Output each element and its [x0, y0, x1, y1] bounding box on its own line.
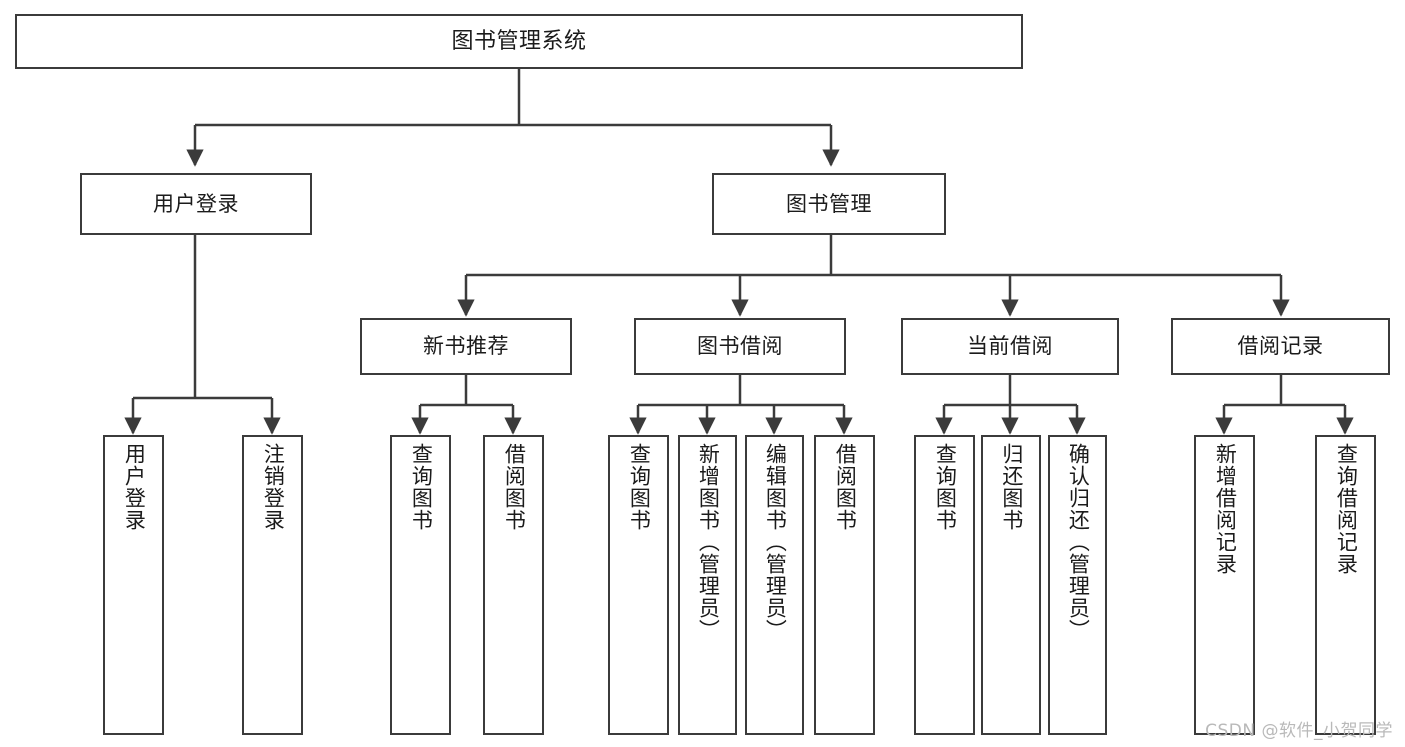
node-label: 归还图书	[999, 443, 1024, 531]
node-user-login[interactable]: 用户登录	[80, 173, 312, 235]
leaf-edit-book-admin[interactable]: 编辑图书（管理员）	[745, 435, 804, 735]
node-new-book-recommend[interactable]: 新书推荐	[360, 318, 572, 375]
leaf-borrow-book-recommend[interactable]: 借阅图书	[483, 435, 544, 735]
node-label: 图书管理	[786, 191, 872, 216]
node-book-borrow[interactable]: 图书借阅	[634, 318, 846, 375]
leaf-query-borrow-record[interactable]: 查询借阅记录	[1315, 435, 1376, 735]
watermark-text: CSDN @软件_小贺同学	[1205, 721, 1393, 741]
leaf-user-login[interactable]: 用户登录	[103, 435, 164, 735]
leaf-confirm-return-admin[interactable]: 确认归还（管理员）	[1048, 435, 1107, 735]
node-label: 借阅图书	[833, 443, 858, 531]
leaf-query-book-current[interactable]: 查询图书	[914, 435, 975, 735]
node-label: 当前借阅	[967, 334, 1053, 359]
node-label: 注销登录	[261, 443, 286, 531]
node-label: 查询图书	[627, 443, 652, 531]
node-label: 查询图书	[933, 443, 958, 531]
node-current-borrow[interactable]: 当前借阅	[901, 318, 1119, 375]
node-label: 新增图书（管理员）	[696, 443, 721, 641]
leaf-borrow-book[interactable]: 借阅图书	[814, 435, 875, 735]
node-label: 图书借阅	[697, 334, 783, 359]
node-label: 查询借阅记录	[1334, 443, 1359, 575]
leaf-query-book-recommend[interactable]: 查询图书	[390, 435, 451, 735]
node-label: 查询图书	[409, 443, 434, 531]
node-label: 图书管理系统	[451, 28, 587, 54]
node-book-management[interactable]: 图书管理	[712, 173, 946, 235]
node-label: 借阅图书	[502, 443, 527, 531]
leaf-add-book-admin[interactable]: 新增图书（管理员）	[678, 435, 737, 735]
node-label: 编辑图书（管理员）	[763, 443, 788, 641]
node-root-system[interactable]: 图书管理系统	[15, 14, 1023, 69]
node-label: 借阅记录	[1237, 334, 1324, 359]
node-label: 新书推荐	[423, 334, 509, 359]
node-label: 确认归还（管理员）	[1066, 443, 1091, 641]
node-label: 用户登录	[122, 443, 147, 531]
leaf-return-book[interactable]: 归还图书	[981, 435, 1041, 735]
leaf-logout-login[interactable]: 注销登录	[242, 435, 303, 735]
leaf-query-book-borrow[interactable]: 查询图书	[608, 435, 669, 735]
node-label: 用户登录	[153, 191, 239, 216]
leaf-add-borrow-record[interactable]: 新增借阅记录	[1194, 435, 1255, 735]
node-label: 新增借阅记录	[1213, 443, 1238, 575]
node-borrow-record[interactable]: 借阅记录	[1171, 318, 1390, 375]
